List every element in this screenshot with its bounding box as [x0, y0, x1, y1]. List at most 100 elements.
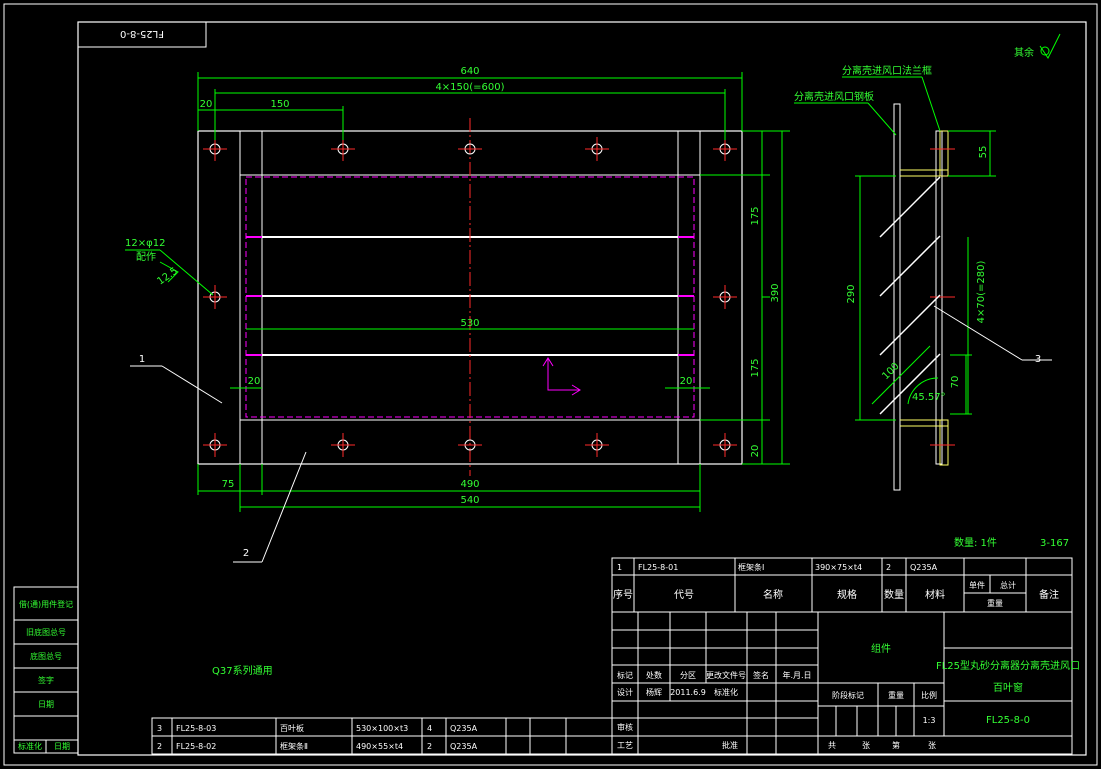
designer-name: 杨辉	[646, 687, 662, 697]
process-label: 工艺	[617, 741, 633, 750]
bom-top-code: FL25-8-01	[638, 563, 678, 572]
label-flange: 分离壳进风口法兰框	[842, 64, 932, 77]
mirrored-drawing-code: FL25-8-0	[120, 28, 164, 39]
rev-header-docno: 更改文件号	[706, 670, 746, 680]
outer-border	[3, 3, 1098, 766]
bolt-hole-icon	[331, 137, 355, 161]
bom-row-1-name: 框架条Ⅱ	[280, 741, 308, 751]
rev-header-zone: 分区	[680, 671, 696, 680]
bom-header-qty: 数量	[884, 588, 904, 601]
bom-row-0-code: FL25-8-03	[176, 724, 216, 733]
dim-490: 490	[460, 479, 479, 490]
bolt-hole-icon	[458, 143, 482, 155]
bolt-hole-icon	[203, 285, 227, 309]
side-louver	[879, 235, 941, 297]
hole-note: 12×φ12	[125, 238, 165, 249]
bom-row-0-name: 百叶板	[280, 723, 304, 733]
strip-cell-5: 标准化	[18, 741, 42, 751]
mirrored-code-box	[77, 21, 207, 48]
weld-note: 12.5	[155, 266, 180, 288]
weight-label: 重量	[888, 690, 904, 700]
series-note: Q37系列通用	[212, 664, 273, 677]
bolt-hole-icon	[203, 137, 227, 161]
dim-100: 100	[880, 361, 901, 382]
bom-row-1-code: FL25-8-02	[176, 742, 216, 751]
bom-row-0-spec: 530×100×t3	[356, 724, 408, 733]
bom-top: 1 FL25-8-01 框架条Ⅰ 390×75×t4 2 Q235A 序号 代号…	[611, 557, 1073, 613]
dim-540: 540	[460, 495, 479, 506]
roughness-circle-icon	[1040, 46, 1050, 56]
bolt-hole-icon	[585, 433, 609, 457]
dim-pitch: 4×70(=280)	[976, 261, 987, 324]
bolt-hole-icon	[713, 137, 737, 161]
side-view: 分离壳进风口法兰框 分离壳进风口钢板 55 290 4×70(=280) 70 …	[794, 64, 1052, 491]
label-plate: 分离壳进风口钢板	[794, 90, 874, 103]
title-block: 标记 处数 分区 更改文件号 签名 年.月.日 设计 杨辉 2011.6.9 标…	[611, 611, 1080, 755]
strip-cell-6: 日期	[54, 742, 70, 751]
page-number: 3-167	[1040, 538, 1069, 549]
bom-header-remark: 备注	[1039, 588, 1059, 601]
bolt-hole-icon	[203, 433, 227, 457]
rev-header-date: 年.月.日	[782, 670, 811, 680]
bolt-hole-icon	[458, 439, 482, 451]
dim-390: 390	[770, 283, 781, 302]
stage-label: 阶段标记	[832, 690, 864, 700]
roughness-symbol-icon	[1039, 33, 1061, 59]
dim-left-20: 20	[248, 376, 261, 387]
dim-20-bottom: 20	[750, 445, 761, 458]
quantity-note: 数量: 1件	[954, 536, 997, 549]
hole-note-2: 配作	[136, 251, 156, 263]
bolt-holes	[203, 137, 737, 457]
bom-top-name: 框架条Ⅰ	[738, 562, 764, 572]
dim-290: 290	[846, 284, 857, 303]
bom-row-1-seq: 2	[157, 742, 162, 751]
sheet-unit-label: 张	[862, 741, 870, 750]
dim-175-bottom: 175	[750, 358, 761, 377]
bom-bottom: 3 FL25-8-03 百叶板 530×100×t3 4 Q235A 2 FL2…	[151, 717, 613, 755]
strip-cell-4: 日期	[38, 700, 54, 709]
left-strip: 借(通)用件登记 旧底图总号 底图总号 签字 日期 标准化 日期	[13, 586, 79, 754]
bom-row: 2 FL25-8-02 框架条Ⅱ 490×55×t4 2 Q235A	[157, 741, 478, 751]
design-label: 设计	[617, 687, 633, 697]
balloon-1: 1	[139, 354, 145, 365]
ucs-axis-icon	[542, 357, 581, 396]
bom-top-seq: 1	[617, 563, 622, 572]
sheets-total-label: 共	[828, 741, 836, 750]
side-louver	[879, 294, 941, 356]
dim-first-pitch: 150	[270, 99, 289, 110]
component-label: 组件	[871, 642, 891, 655]
dim-left-75: 75	[222, 479, 235, 490]
balloon-3: 3	[1035, 354, 1041, 365]
bom-top-spec: 390×75×t4	[815, 563, 862, 572]
bom-row-0-qty: 4	[427, 724, 432, 733]
bom-row-1-qty: 2	[427, 742, 432, 751]
design-date: 2011.6.9	[670, 688, 706, 697]
dim-175-top: 175	[750, 206, 761, 225]
bom-header-spec: 规格	[837, 588, 857, 601]
strip-cell-0: 借(通)用件登记	[19, 599, 73, 609]
bom-top-qty: 2	[886, 563, 891, 572]
roughness-note: 其余	[1014, 46, 1034, 59]
side-louver	[879, 353, 941, 415]
bom-header-material: 材料	[925, 588, 945, 601]
bom-row: 3 FL25-8-03 百叶板 530×100×t3 4 Q235A	[157, 723, 478, 733]
bom-header-weight: 重量	[987, 598, 1003, 608]
strip-cell-3: 签字	[38, 675, 54, 685]
bolt-hole-icon	[585, 137, 609, 161]
bolt-hole-icon	[713, 285, 737, 309]
rev-header-mark: 标记	[617, 670, 633, 680]
side-louver	[879, 176, 941, 238]
bom-top-material: Q235A	[910, 563, 938, 572]
sheet-unit-label-2: 张	[928, 741, 936, 750]
dim-55: 55	[978, 146, 989, 159]
dim-angle: 45.57°	[912, 392, 946, 403]
bom-row-0-seq: 3	[157, 724, 162, 733]
dim-hole-pitch: 4×150(=600)	[435, 82, 504, 93]
dim-overall-width: 640	[460, 66, 479, 77]
bom-header-name: 名称	[763, 588, 783, 601]
bom-row-0-material: Q235A	[450, 724, 478, 733]
rev-header-count: 处数	[646, 670, 662, 680]
standardize-label: 标准化	[714, 687, 738, 697]
dim-right-20: 20	[680, 376, 693, 387]
